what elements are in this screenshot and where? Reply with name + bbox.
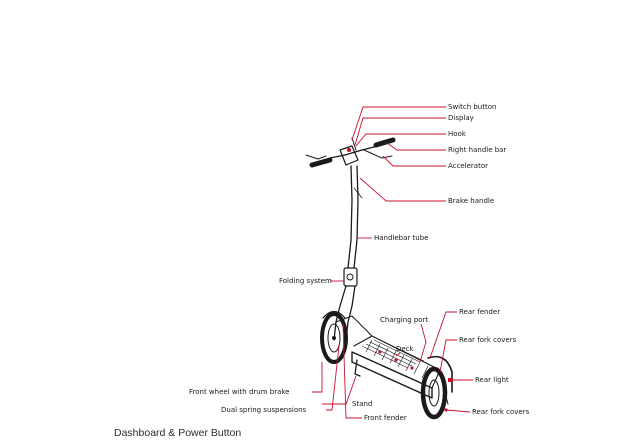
leader-brake-handle bbox=[359, 177, 446, 202]
leader-hook bbox=[355, 133, 446, 147]
handlebar-tube-drawing bbox=[347, 165, 363, 269]
leader-right-handle-bar bbox=[386, 142, 446, 151]
label-folding-system: Folding system bbox=[279, 277, 332, 285]
label-rear-fork-covers-bottom: Rear fork covers bbox=[472, 408, 530, 416]
deck-grip-texture bbox=[361, 338, 429, 379]
leader-deck bbox=[395, 352, 401, 357]
rear-wheel-drawing bbox=[420, 355, 453, 420]
label-handlebar-tube: Handlebar tube bbox=[374, 234, 428, 242]
label-front-wheel: Front wheel with drum brake bbox=[189, 388, 289, 396]
leader-rear-fork-covers-bottom bbox=[445, 409, 471, 413]
leader-dual-spring bbox=[326, 345, 340, 411]
label-right-handle-bar: Right handle bar bbox=[448, 146, 506, 154]
label-stand: Stand bbox=[352, 400, 372, 408]
leader-rear-fender-top bbox=[429, 311, 457, 359]
front-wheel-drawing bbox=[320, 310, 348, 364]
leader-lines bbox=[312, 106, 473, 419]
stand-drawing bbox=[354, 359, 361, 377]
label-switch-button: Switch button bbox=[448, 103, 496, 111]
leader-front-wheel bbox=[312, 362, 323, 393]
label-front-fender: Front fender bbox=[364, 414, 407, 422]
label-rear-fork-covers-top: Rear fork covers bbox=[459, 336, 517, 344]
leader-charging-port bbox=[419, 323, 427, 363]
scooter-illustration bbox=[305, 137, 453, 420]
folding-system-drawing bbox=[343, 267, 358, 287]
leader-accelerator bbox=[382, 155, 446, 167]
leader-switch-button bbox=[351, 106, 446, 141]
label-accelerator: Accelerator bbox=[448, 162, 488, 170]
label-dual-spring: Dual spring suspensions bbox=[221, 406, 307, 414]
callout-labels: Switch button Display Hook Right handle … bbox=[189, 103, 530, 422]
label-charging-port: Charging port bbox=[380, 316, 428, 324]
label-rear-fender-top: Rear fender bbox=[459, 308, 500, 316]
leader-front-fender bbox=[342, 323, 362, 419]
leader-rear-fork-covers-top bbox=[439, 339, 457, 373]
leader-stand bbox=[322, 375, 357, 405]
deck-drawing bbox=[351, 335, 441, 399]
label-deck: Deck bbox=[396, 345, 415, 353]
label-display: Display bbox=[448, 114, 474, 122]
leader-display bbox=[354, 117, 446, 146]
section-caption: Dashboard & Power Button bbox=[114, 427, 242, 439]
label-hook: Hook bbox=[448, 130, 467, 138]
label-rear-light: Rear light bbox=[475, 376, 509, 384]
handlebar bbox=[305, 137, 396, 168]
label-brake-handle: Brake handle bbox=[448, 197, 494, 205]
